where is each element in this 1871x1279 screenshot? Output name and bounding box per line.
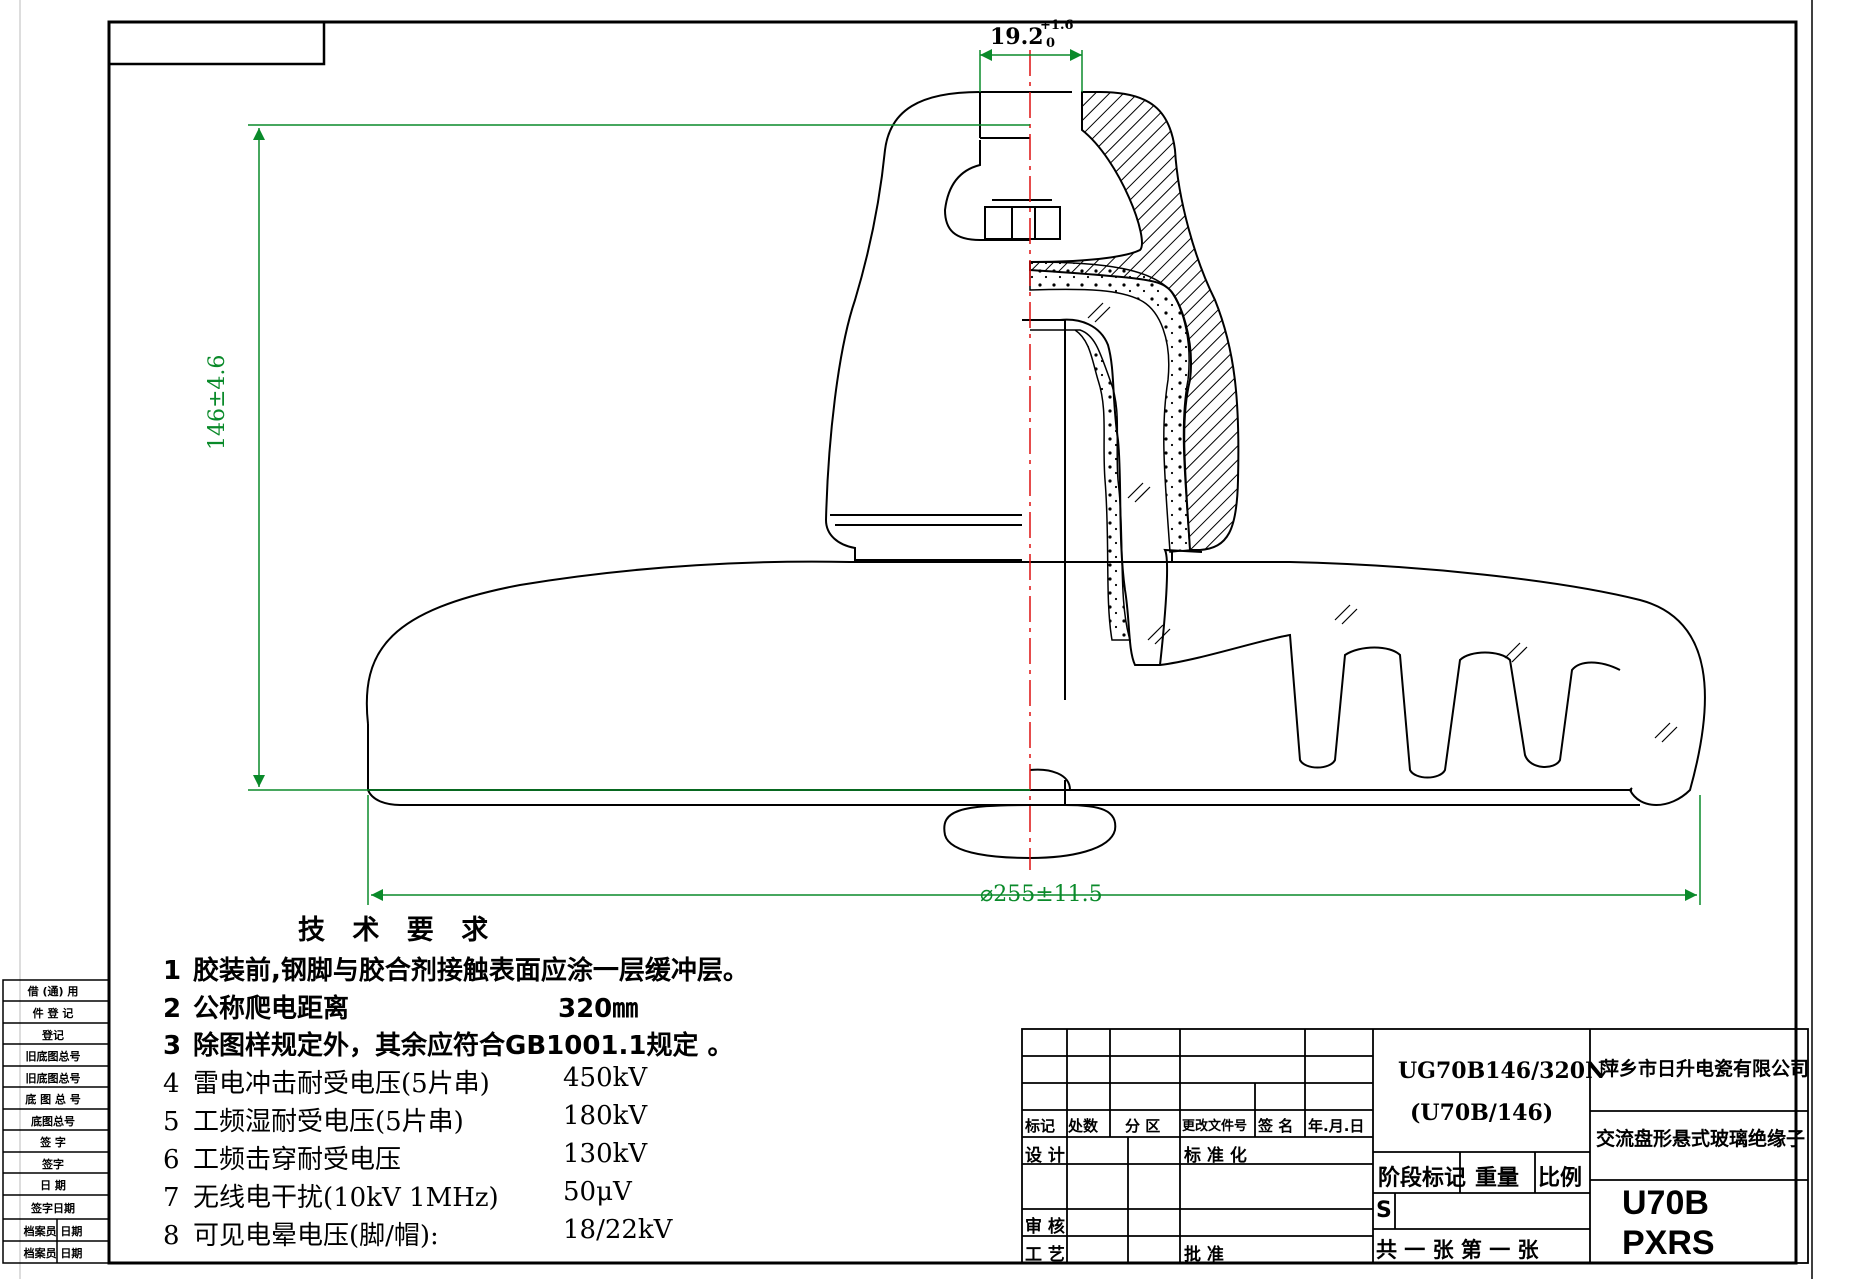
dimension-lines — [248, 49, 1701, 905]
sheet-info: 共 一 张 第 一 张 — [1376, 1238, 1539, 1262]
top-tol-minus: 0 — [1046, 36, 1056, 51]
title-block-grid — [1021, 1028, 1809, 1264]
cement-layer-outer — [1029, 261, 1191, 553]
side-label-10: 签字日期 — [31, 1202, 75, 1215]
rev-header-mark: 标记 — [1025, 1117, 1056, 1135]
side-label-7: 签 字 — [40, 1136, 66, 1149]
process-label: 工 艺 — [1025, 1245, 1065, 1265]
code-line-2: PXRS — [1622, 1224, 1715, 1262]
side-label-2: 登记 — [42, 1029, 64, 1042]
company-name: 萍乡市日升电瓷有限公司 — [1600, 1058, 1810, 1080]
rev-header-count: 处数 — [1068, 1117, 1099, 1135]
design-label: 设 计 — [1025, 1146, 1065, 1166]
height-dim: 146±4.6 — [205, 354, 230, 450]
rev-header-sign: 签 名 — [1258, 1117, 1294, 1135]
side-label-11: 档案员 日期 — [23, 1225, 83, 1238]
side-register-table — [2, 979, 110, 1264]
product-name: 交流盘形悬式玻璃绝缘子 — [1596, 1128, 1806, 1150]
side-label-1: 件 登 记 — [32, 1007, 74, 1020]
rev-header-zone: 分 区 — [1125, 1117, 1161, 1135]
glass-section — [1059, 302, 1678, 779]
scale-label: 比例 — [1538, 1166, 1583, 1191]
side-label-3: 旧底图总号 — [25, 1050, 81, 1063]
side-label-5: 底 图 总 号 — [25, 1093, 81, 1106]
diameter-dim: ⌀255±11.5 — [980, 882, 1103, 907]
cement-layer-inner — [1030, 329, 1132, 641]
insulator-outline — [365, 91, 1706, 859]
code-line-1: U70B — [1622, 1184, 1709, 1222]
corner-box — [107, 20, 326, 66]
weight-label: 重量 — [1475, 1166, 1520, 1191]
standardize-label: 标 准 化 — [1184, 1146, 1247, 1166]
review-label: 审 核 — [1025, 1217, 1065, 1237]
side-label-4: 旧底图总号 — [25, 1072, 81, 1085]
approve-label: 批 准 — [1184, 1245, 1224, 1265]
side-label-9: 日 期 — [40, 1179, 66, 1192]
model-line-2: (U70B/146) — [1410, 1100, 1554, 1126]
side-label-6: 底图总号 — [31, 1115, 75, 1128]
side-label-12: 档案员 日期 — [23, 1247, 83, 1260]
drawing-frame — [107, 20, 1798, 1265]
side-label-0: 借 (通) 用 — [27, 985, 79, 998]
stage-value: S — [1376, 1198, 1392, 1223]
side-label-8: 签字 — [42, 1158, 64, 1171]
stage-label: 阶段标记 — [1378, 1166, 1467, 1191]
requirements-title: 技 术 要 求 — [298, 915, 498, 946]
top-width-value: 19.2 — [990, 24, 1044, 50]
top-width-dim: 19.2 — [990, 24, 1044, 50]
rev-header-docno: 更改文件号 — [1182, 1119, 1248, 1134]
rev-header-date: 年.月.日 — [1308, 1117, 1365, 1135]
model-line-1: UG70B146/320N — [1398, 1058, 1606, 1084]
top-tol-plus: +1.6 — [1040, 18, 1074, 33]
